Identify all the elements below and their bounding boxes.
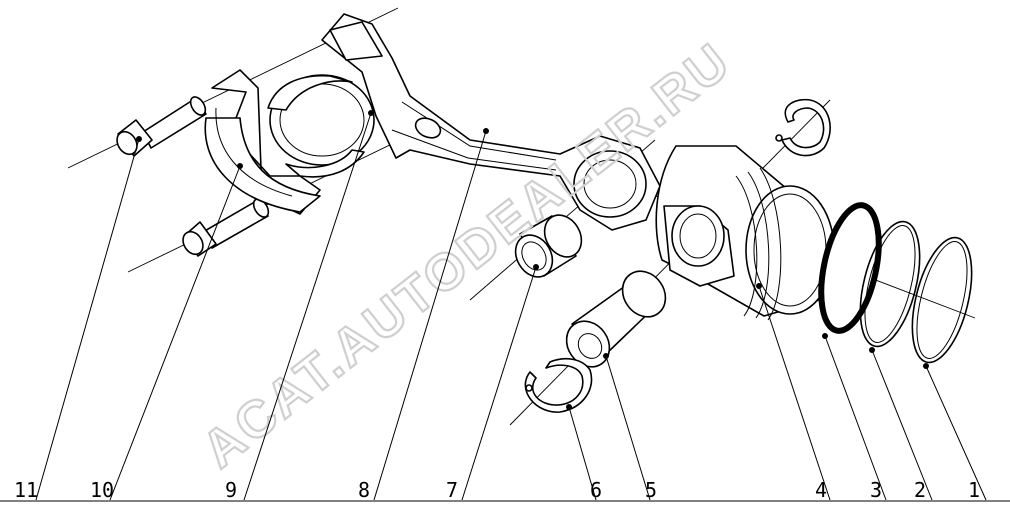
callout-label-11: 11: [14, 478, 38, 502]
piston-ring-1: [911, 236, 973, 364]
leader-lines: [35, 110, 987, 501]
connecting-rod-cap: [204, 69, 321, 215]
callout-labels: 1 2 3 4 5 6 7 8 9 10 11: [14, 478, 980, 502]
callout-label-3: 3: [870, 478, 882, 502]
callout-label-5: 5: [645, 478, 657, 502]
connecting-rod: [321, 13, 661, 231]
circlip-upper: [775, 98, 831, 157]
callout-label-7: 7: [446, 478, 458, 502]
piston-pin: [565, 270, 667, 368]
bolt-lower: [182, 198, 270, 257]
piston: [655, 145, 835, 321]
piston-ring-2: [859, 220, 921, 348]
bearing-shells: [267, 74, 375, 178]
piston-ring-3: [818, 202, 882, 334]
bolt-upper: [116, 96, 207, 157]
callout-label-6: 6: [590, 478, 602, 502]
callout-label-2: 2: [914, 478, 926, 502]
circlip-lower: [524, 357, 593, 413]
small-end-bushing: [514, 214, 583, 278]
callout-label-4: 4: [815, 478, 827, 502]
callout-label-9: 9: [225, 478, 237, 502]
callout-label-1: 1: [968, 478, 980, 502]
callout-label-8: 8: [358, 478, 370, 502]
callout-label-10: 10: [90, 478, 114, 502]
